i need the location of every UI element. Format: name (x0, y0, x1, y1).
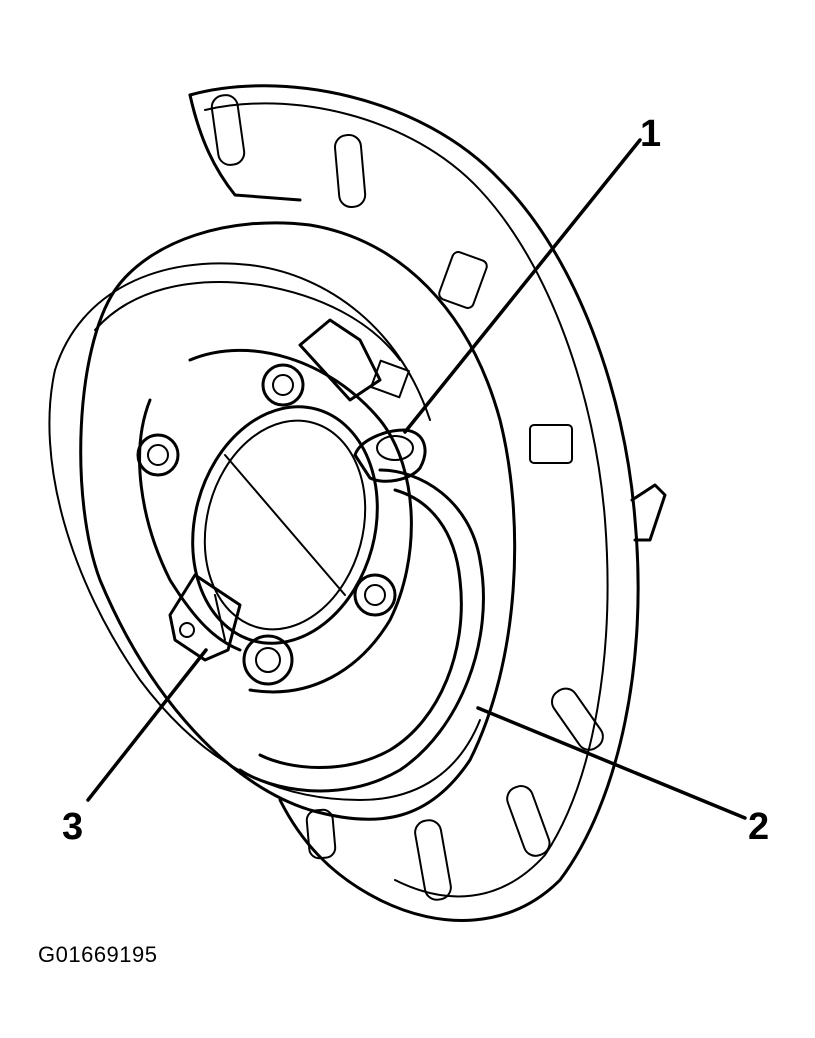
callout-2: 2 (748, 806, 770, 848)
leader-line-2 (476, 706, 747, 820)
anchor-pin (298, 318, 427, 483)
hold-down-clip (168, 573, 242, 662)
drum-ring (48, 221, 517, 821)
hub-assembly (136, 348, 413, 694)
backing-plate (188, 84, 667, 922)
leader-line-1 (403, 138, 642, 434)
callout-3: 3 (62, 806, 84, 848)
figure-id: G01669195 (38, 942, 158, 967)
callout-1: 1 (640, 113, 662, 155)
brake-shoe (238, 468, 485, 793)
leader-line-3 (86, 648, 208, 802)
